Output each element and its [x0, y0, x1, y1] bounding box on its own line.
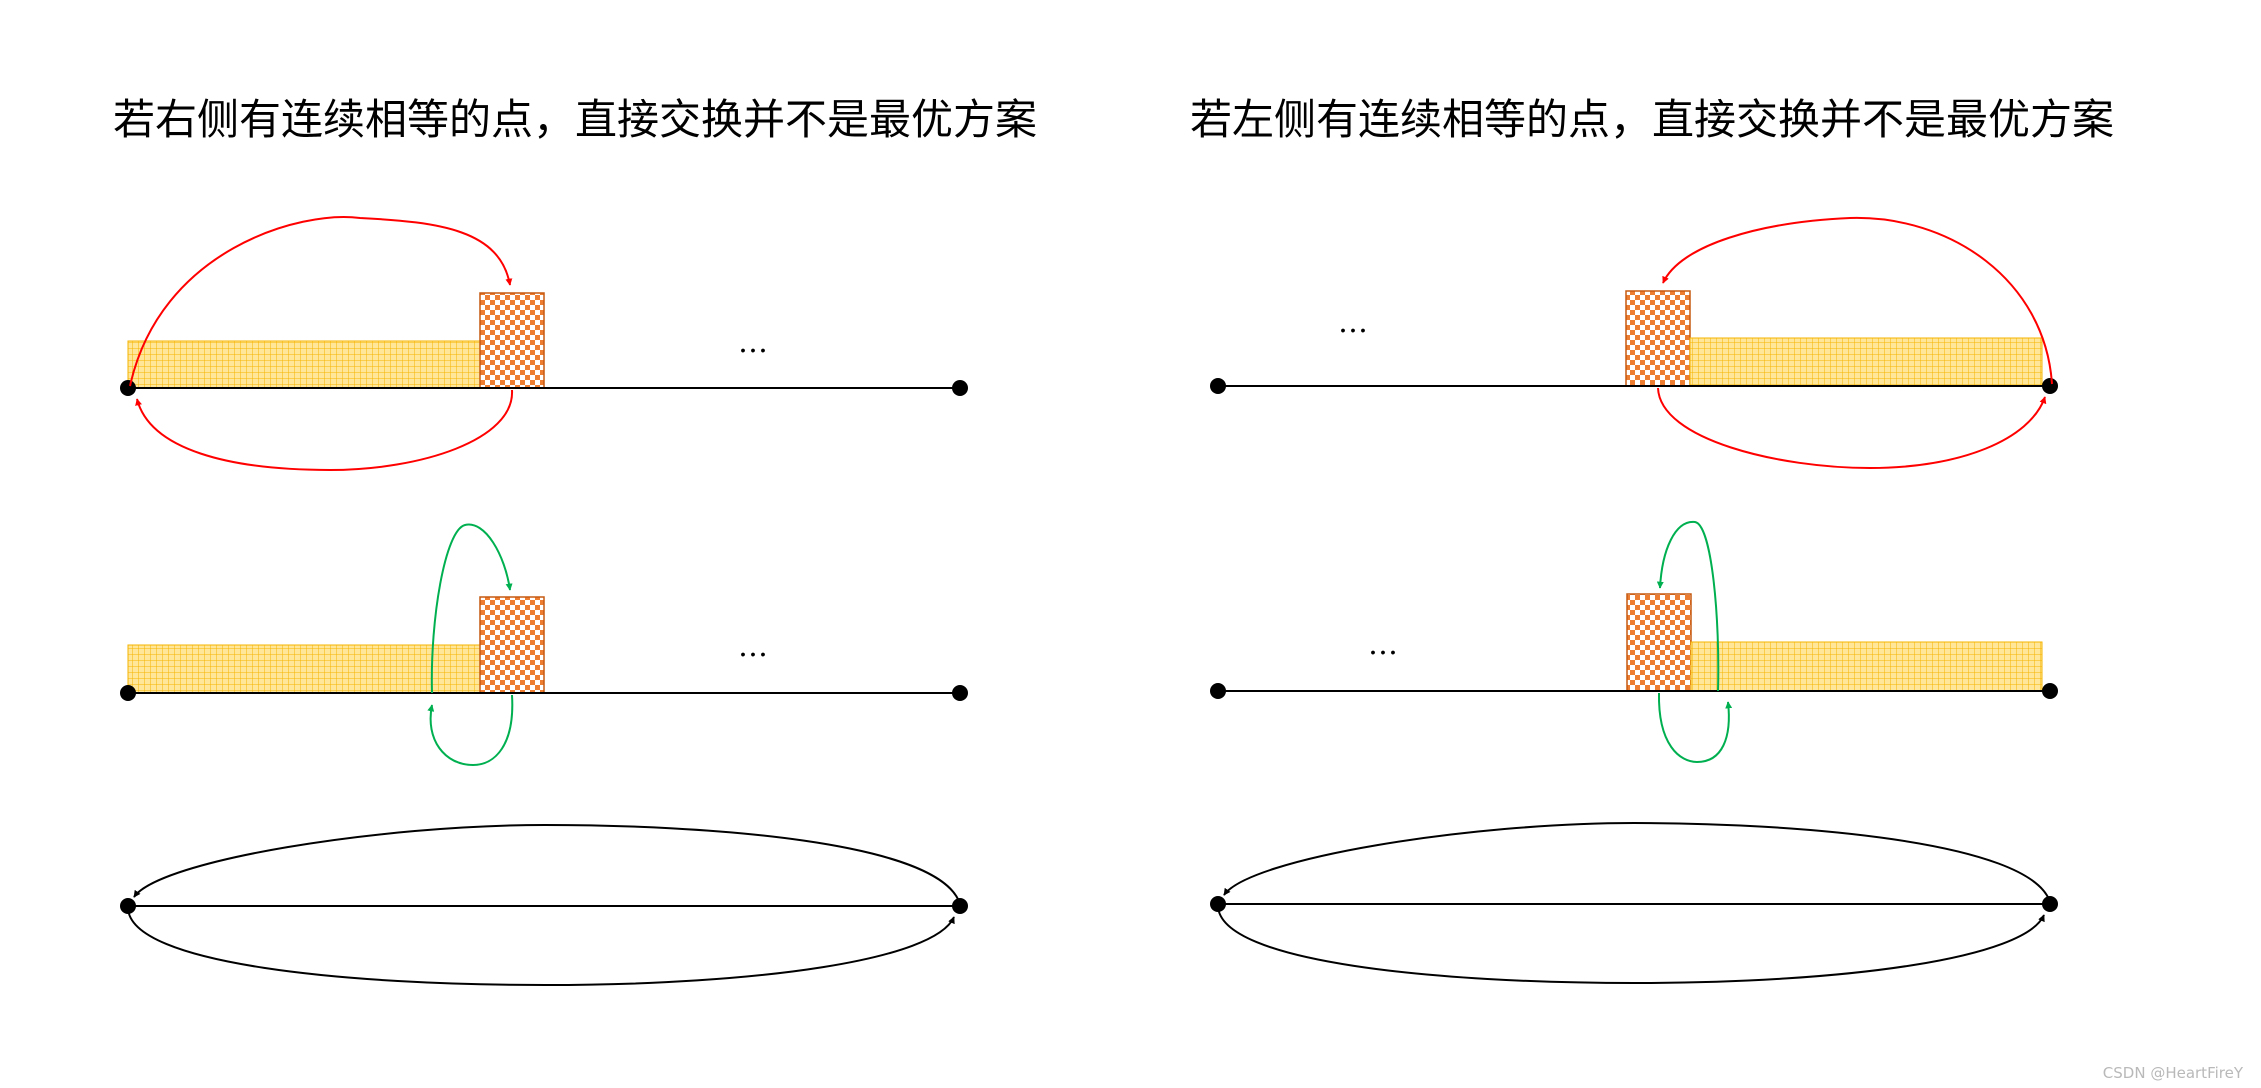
black-swap-arrow-bottom — [127, 907, 955, 987]
black-swap-arrow-bottom — [1217, 905, 2045, 985]
ellipsis: … — [1368, 627, 1398, 662]
left-row-3 — [120, 823, 968, 987]
red-swap-arrow-top — [1662, 216, 2053, 385]
left-row-2: … — [120, 523, 968, 767]
endpoint-dot — [2042, 378, 2058, 394]
endpoint-dot — [2042, 683, 2058, 699]
endpoint-dot — [952, 380, 968, 396]
endpoint-dot — [120, 898, 136, 914]
yellow-run-block — [1690, 641, 2043, 692]
green-swap-arrow-top — [1656, 520, 1720, 692]
title-right: 若左侧有连续相等的点，直接交换并不是最优方案 — [1190, 95, 2115, 144]
left-row-1: … — [120, 216, 968, 472]
watermark: CSDN @HeartFireY — [2102, 1064, 2243, 1082]
ellipsis: … — [1338, 305, 1368, 340]
right-row-1: … — [1210, 216, 2058, 470]
checkered-block — [479, 596, 545, 694]
endpoint-dot — [952, 685, 968, 701]
red-swap-arrow-bottom — [135, 389, 514, 472]
yellow-run-block — [127, 644, 481, 694]
endpoint-dot — [120, 685, 136, 701]
right-row-2: … — [1210, 520, 2058, 764]
ellipsis: … — [738, 629, 768, 664]
endpoint-dot — [2042, 896, 2058, 912]
endpoint-dot — [1210, 378, 1226, 394]
checkered-block — [479, 292, 545, 389]
ellipsis: … — [738, 325, 768, 360]
yellow-run-block — [1689, 337, 2043, 387]
black-swap-arrow-top — [1223, 821, 2051, 903]
right-row-3 — [1210, 821, 2058, 985]
endpoint-dot — [120, 380, 136, 396]
green-swap-arrow-bottom — [427, 694, 514, 767]
endpoint-dot — [1210, 683, 1226, 699]
yellow-run-block — [127, 340, 481, 389]
black-swap-arrow-top — [133, 823, 961, 905]
title-left: 若右侧有连续相等的点，直接交换并不是最优方案 — [113, 95, 1038, 144]
checkered-block — [1625, 290, 1691, 387]
checkered-block — [1626, 593, 1692, 692]
endpoint-dot — [952, 898, 968, 914]
red-swap-arrow-bottom — [1657, 387, 2047, 470]
green-swap-arrow-top — [430, 523, 513, 694]
green-swap-arrow-bottom — [1657, 692, 1733, 764]
endpoint-dot — [1210, 896, 1226, 912]
red-swap-arrow-top — [129, 216, 513, 387]
